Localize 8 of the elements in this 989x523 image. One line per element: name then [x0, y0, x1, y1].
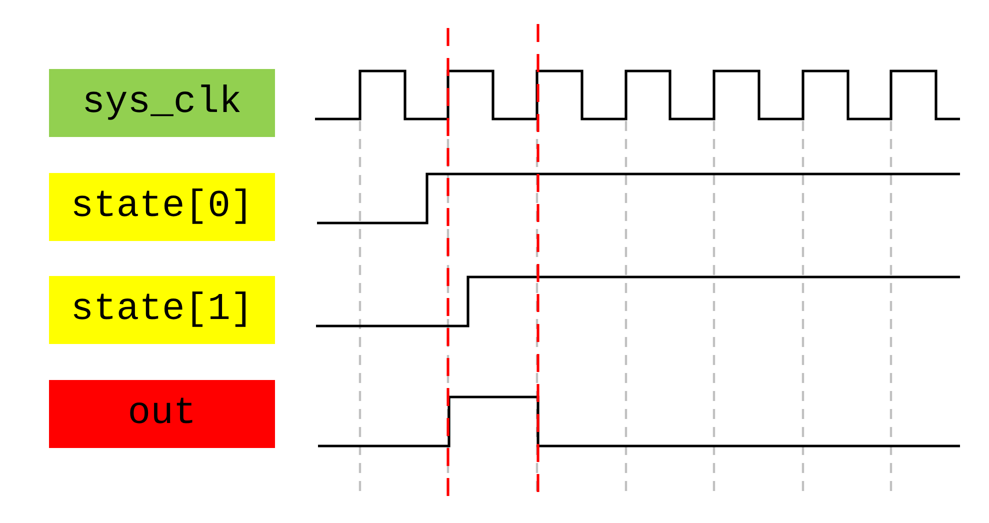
signal-name: out: [128, 395, 196, 433]
signal-name: state[0]: [70, 188, 254, 226]
signal-label-tag: [49, 276, 275, 344]
signal-name: state[1]: [70, 291, 254, 329]
signal-label-tag: [49, 173, 275, 241]
signal-label-tag: [49, 69, 275, 137]
signal-name: sys_clk: [82, 84, 242, 122]
signal-label-tag: [49, 380, 275, 448]
